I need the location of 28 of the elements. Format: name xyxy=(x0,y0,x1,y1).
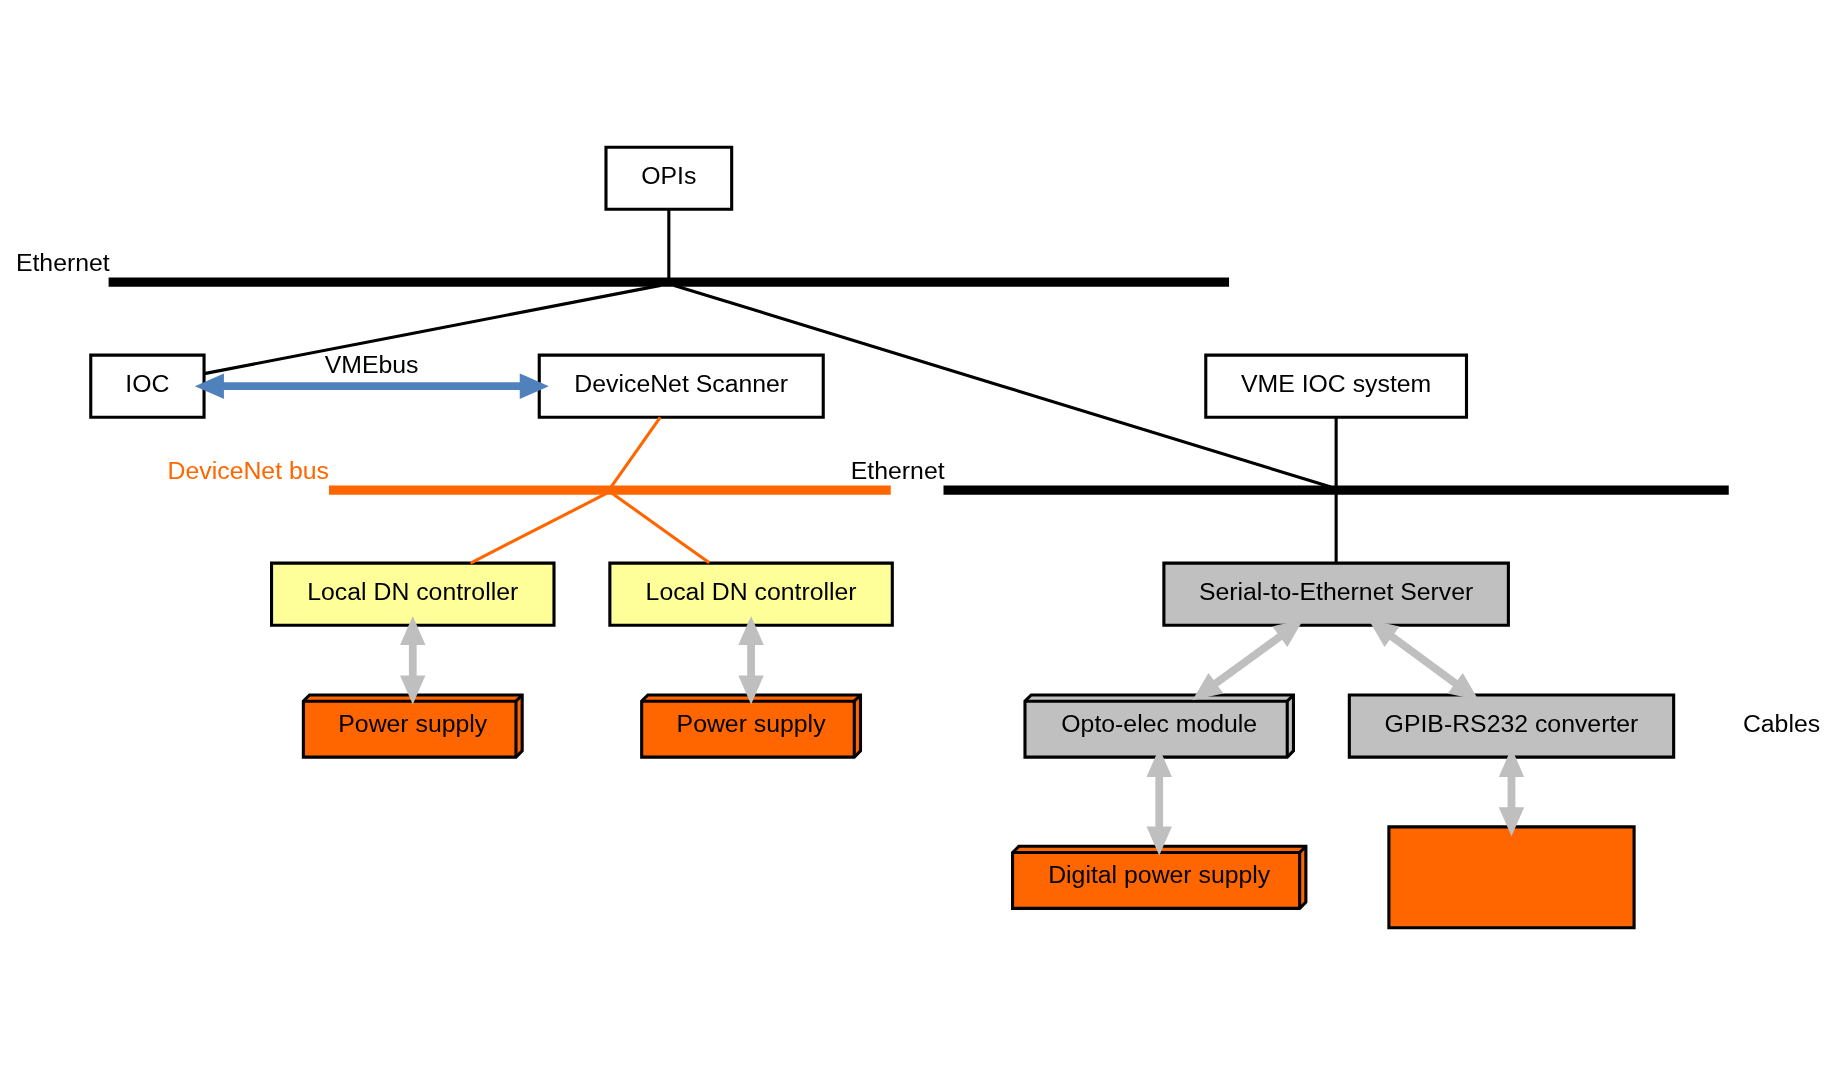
arrow xyxy=(737,615,764,705)
connector xyxy=(469,492,607,565)
connector xyxy=(610,492,710,565)
arrow xyxy=(399,615,425,705)
node-box: OPIs xyxy=(603,145,733,211)
node-label: DeviceNet bus xyxy=(167,456,329,484)
connector xyxy=(1334,417,1338,487)
edge-label: VMEbus xyxy=(324,351,419,379)
node-box xyxy=(1386,825,1636,930)
node-box: Local DN controller xyxy=(269,561,556,627)
label: Cables xyxy=(1742,709,1820,737)
connector xyxy=(609,416,661,488)
node-box: DeviceNet Scanner xyxy=(537,353,825,419)
connector xyxy=(673,283,1331,489)
node-box: GPIB-RS232 converter xyxy=(1347,693,1675,759)
connector xyxy=(1334,493,1338,563)
connector xyxy=(203,283,661,376)
node-box: VME IOC system xyxy=(1203,353,1468,419)
node-box: Local DN controller xyxy=(607,561,894,627)
node-bar xyxy=(108,277,1229,287)
node-box: Serial-to-Ethernet Server xyxy=(1161,561,1510,627)
node-bar xyxy=(943,485,1729,495)
node-box: IOC xyxy=(88,353,206,419)
arrow xyxy=(194,373,549,399)
node-label: Ethernet xyxy=(850,456,945,484)
node-bar xyxy=(328,485,891,495)
connector xyxy=(666,209,670,279)
node-label: Ethernet xyxy=(15,249,110,277)
